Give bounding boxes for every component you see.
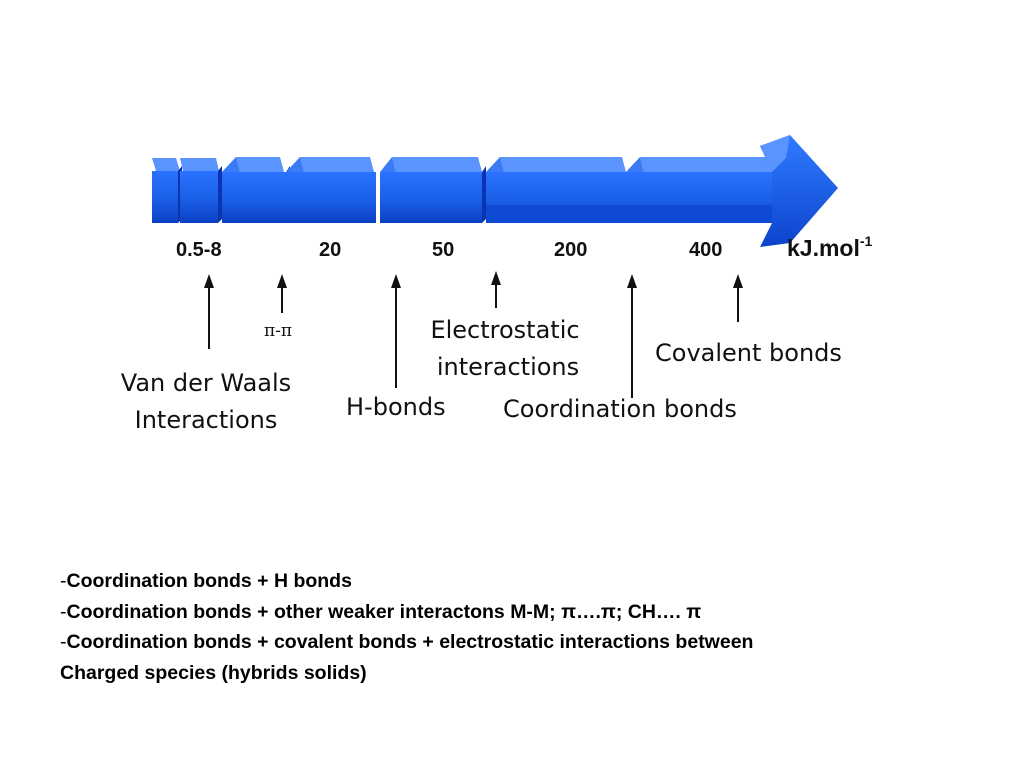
arrow-segment bbox=[152, 158, 182, 223]
scale-label: 200 bbox=[554, 239, 587, 261]
pointer-arrows bbox=[204, 271, 743, 398]
arrow-segment bbox=[180, 158, 222, 223]
covalent-bonds-label: Covalent bonds bbox=[655, 339, 842, 367]
unit-label: kJ.mol-1 bbox=[787, 233, 873, 261]
up-arrow-icon bbox=[491, 271, 501, 308]
energy-scale-diagram: 0.5-8 20 50 200 400 kJ.mol-1 bbox=[121, 135, 873, 434]
h-bonds-label: H-bonds bbox=[346, 393, 446, 421]
arrow-head bbox=[626, 135, 838, 247]
note-line: -Coordination bonds + H bonds bbox=[60, 570, 352, 592]
note-line: -Coordination bonds + covalent bonds + e… bbox=[60, 631, 754, 653]
arrow-segment bbox=[286, 157, 376, 223]
electrostatic-label-line2: interactions bbox=[437, 353, 579, 381]
coordination-bonds-label: Coordination bonds bbox=[503, 395, 737, 423]
scale-label: 20 bbox=[319, 239, 341, 261]
energy-scale-labels: 0.5-8 20 50 200 400 kJ.mol-1 bbox=[176, 233, 873, 261]
arrow-segment bbox=[222, 157, 290, 223]
scale-label: 50 bbox=[432, 239, 454, 261]
interaction-labels: π-π Van der Waals Interactions H-bonds E… bbox=[121, 316, 842, 434]
note-line: -Coordination bonds + other weaker inter… bbox=[60, 600, 702, 623]
scale-label: 0.5-8 bbox=[176, 239, 222, 261]
up-arrow-icon bbox=[627, 274, 637, 398]
arrow-segment bbox=[486, 157, 626, 223]
notes-list: -Coordination bonds + H bonds -Coordinat… bbox=[60, 566, 1000, 688]
pi-pi-label: π-π bbox=[264, 321, 292, 341]
vdw-label-line1: Van der Waals bbox=[121, 369, 291, 397]
electrostatic-label-line1: Electrostatic bbox=[430, 316, 579, 344]
up-arrow-icon bbox=[733, 274, 743, 322]
energy-arrow bbox=[152, 135, 838, 247]
up-arrow-icon bbox=[204, 274, 214, 349]
arrow-segment bbox=[380, 157, 486, 223]
scale-label: 400 bbox=[689, 239, 722, 261]
up-arrow-icon bbox=[391, 274, 401, 388]
note-line: Charged species (hybrids solids) bbox=[60, 661, 367, 684]
vdw-label-line2: Interactions bbox=[135, 406, 278, 434]
up-arrow-icon bbox=[277, 274, 287, 313]
